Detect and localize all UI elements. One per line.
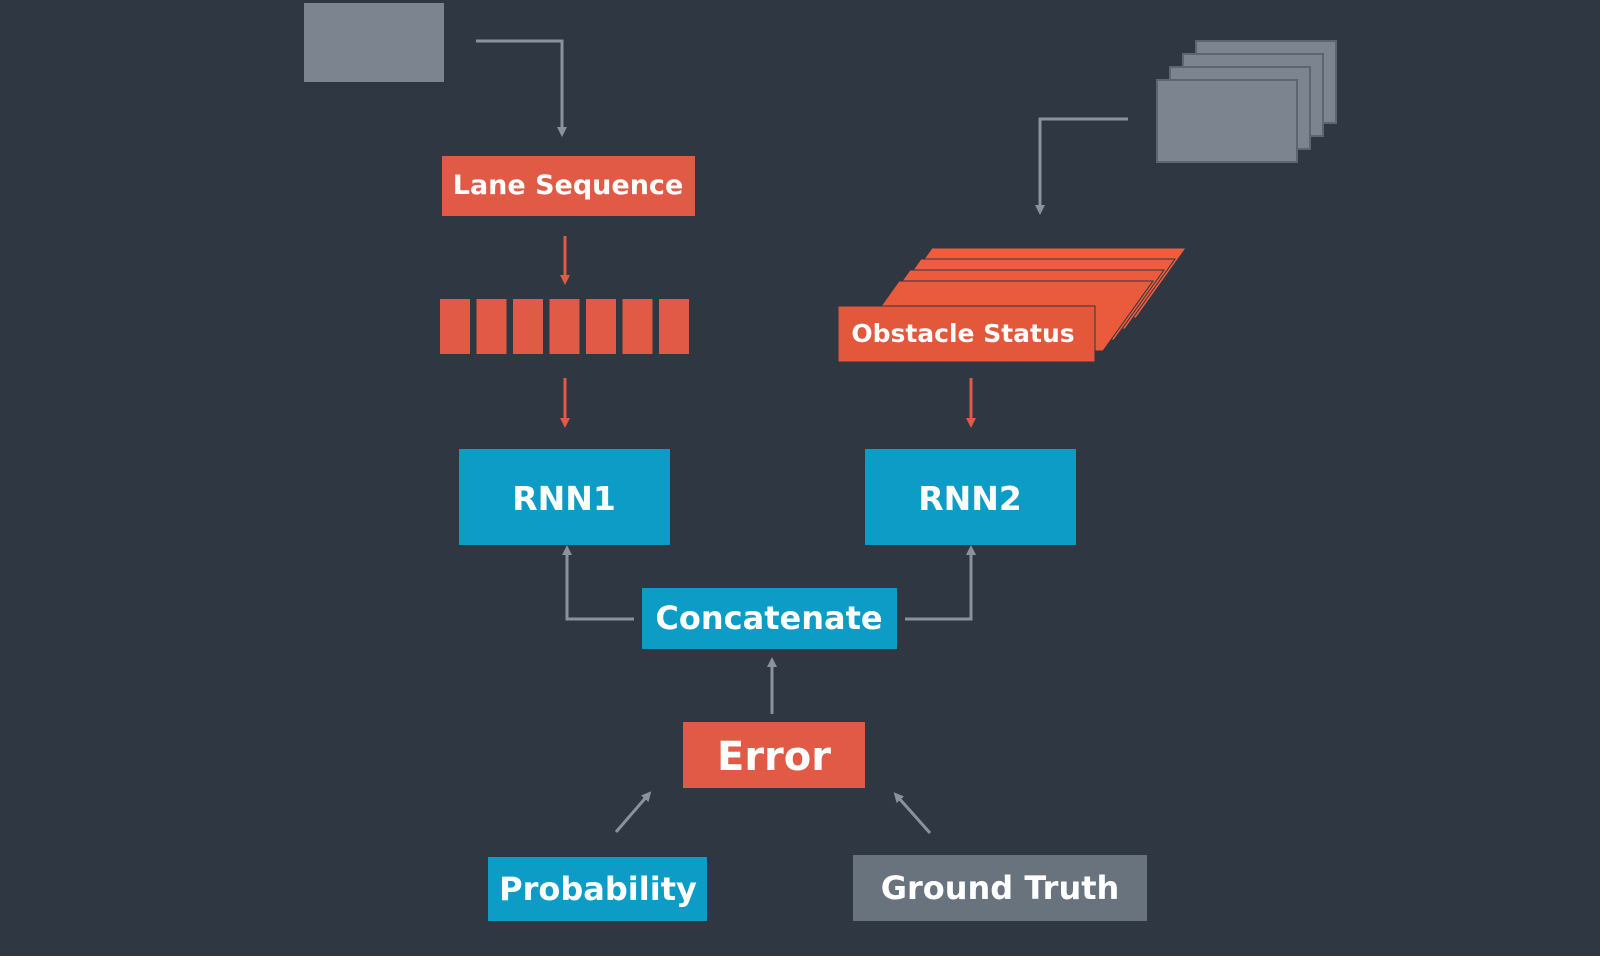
obstacle-status-stack	[837, 247, 1187, 363]
error-label: Error	[717, 734, 831, 780]
map-image-stack	[1156, 40, 1337, 163]
connector-concat-to-rnn1	[562, 545, 634, 621]
lane-sequence-box	[442, 156, 695, 216]
lane-sequence-cell	[549, 299, 580, 354]
rnn1-box	[459, 449, 670, 545]
error-box	[683, 722, 865, 788]
connector-groundtruth-to-error	[893, 792, 932, 834]
lane-sequence-label: Lane Sequence	[453, 170, 684, 201]
lane-sequence-cell	[659, 299, 689, 354]
obstacle-status-label: Obstacle Status	[851, 319, 1074, 348]
connector-concat-to-rnn2	[905, 545, 976, 621]
rnn2-box	[865, 449, 1076, 545]
lane-sequence-cell	[476, 299, 507, 354]
lane-sequence-cell	[513, 299, 543, 354]
ground-truth-label: Ground Truth	[881, 869, 1120, 907]
probability-label: Probability	[499, 870, 697, 908]
probability-box	[488, 857, 707, 921]
concatenate-label: Concatenate	[655, 599, 882, 637]
concatenate-box	[642, 588, 897, 649]
lane-sequence-cells	[440, 299, 689, 354]
map-image-left	[304, 3, 444, 82]
lane-sequence-cell	[440, 299, 470, 354]
connector-map-to-lane	[476, 39, 567, 137]
map-image-layer	[1156, 79, 1298, 163]
obstacle-status-layer	[837, 305, 1096, 363]
connector-map-to-obstacle	[1035, 117, 1128, 215]
connector-probability-to-error	[614, 791, 652, 833]
lane-sequence-cell	[586, 299, 616, 354]
ground-truth-box	[853, 855, 1147, 921]
rnn1-label: RNN1	[512, 479, 616, 518]
rnn2-label: RNN2	[918, 479, 1022, 518]
lane-sequence-cell	[622, 299, 653, 354]
